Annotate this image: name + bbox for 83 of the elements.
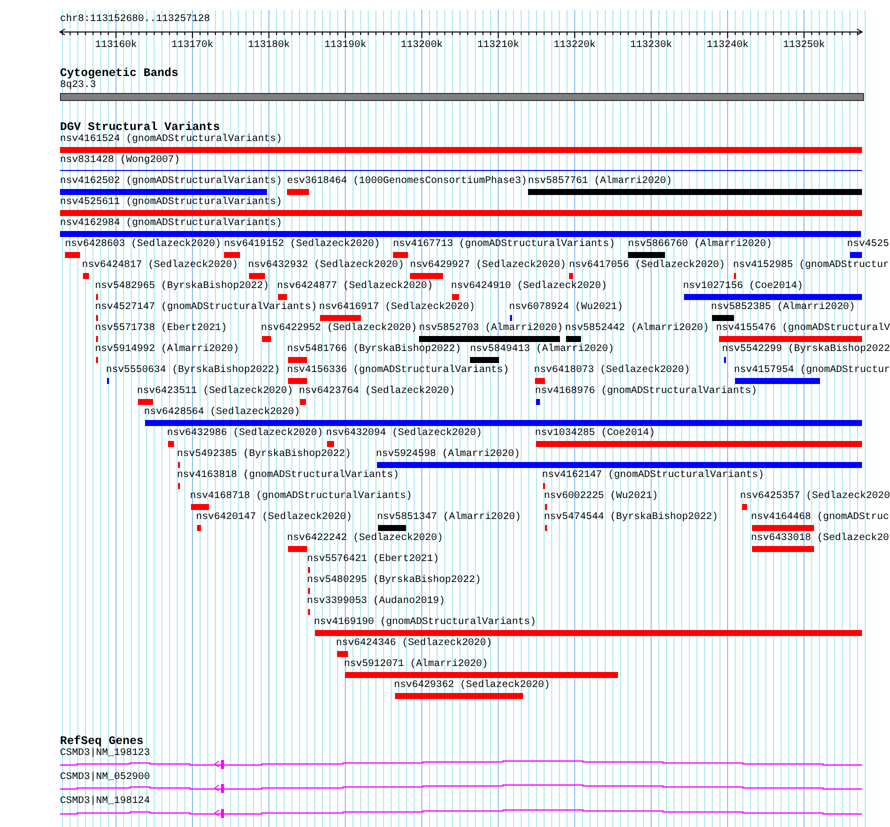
variant-label: nsv4152985 (gnomADStructur [733,260,890,272]
variant-label: nsv4525611 (gnomADStructuralVariants) [60,197,282,209]
variant-label: nsv4162502 (gnomADStructuralVariants) [60,176,282,188]
variant-label: nsv4167713 (gnomADStructuralVariants) [393,239,616,251]
variant-label: nsv5492385 (ByrskaBishop2022) [177,449,352,461]
variant-label: nsv6428564 (Sedlazeck2020) [144,407,300,419]
tick-label: 113160k [95,40,137,52]
variant-label: nsv4168976 (gnomADStructuralVariants) [535,386,758,398]
variant-label: nsv4162984 (gnomADStructuralVariants) [60,218,282,230]
variant-label: nsv6424817 (Sedlazeck2020) [82,260,238,272]
variant-label: nsv6423764 (Sedlazeck2020) [299,386,456,398]
position-label: chr8:113152680..113257128 [60,14,210,26]
variant-label: nsv6422952 (Sedlazeck2020) [261,323,418,335]
variant-label: nsv4164468 (gnomADStruc [751,512,890,524]
band-label: 8q23.3 [60,80,96,92]
variant-label: nsv1027156 (Coe2014) [683,281,804,293]
variant-label: nsv6419152 (Sedlazeck2020) [224,239,380,251]
variant-label: nsv4157954 (gnomADStructur [734,365,890,377]
variant-label: nsv5924598 (Almarri2020) [376,449,520,461]
variant-label: nsv6420147 (Sedlazeck2020) [196,512,352,524]
variant-label: nsv4169190 (gnomADStructuralVariants) [314,617,536,629]
tick-label: 113210k [477,40,520,52]
variant-label: nsv5866760 (Almarri2020) [628,239,772,251]
variant-label: nsv4163818 (gnomADStructuralVariants) [177,470,400,482]
variant-label: nsv6432932 (Sedlazeck2020) [248,260,404,272]
variant-label: nsv6432986 (Sedlazeck2020) [167,428,324,440]
gene-label: CSMD3|NM_198123 [60,748,150,760]
variant-label: nsv6424346 (Sedlazeck2020) [336,638,492,650]
variant-label: nsv5849413 (Almarri2020) [470,344,614,356]
variant-label: nsv6422242 (Sedlazeck2020) [287,533,444,545]
variant-label: nsv6424910 (Sedlazeck2020) [451,281,608,293]
variant-label: nsv831428 (Wong2007) [60,155,180,167]
variant-label: nsv6423511 (Sedlazeck2020) [137,386,294,398]
variant-label: nsv5481766 (ByrskaBishop2022) [287,344,462,356]
variant-label: nsv6428603 (Sedlazeck2020) [65,239,222,251]
variant-label: nsv4155476 (gnomADStructuralV [716,323,890,335]
variant-label: nsv5550634 (ByrskaBishop2022) [106,365,280,377]
tick-label: 113190k [324,40,366,52]
variant-label: esv3618464 (1000GenomesConsortiumPhase3) [287,176,528,188]
variant-label: nsv1034285 (Coe2014) [535,428,656,440]
tick-label: 113230k [630,40,672,52]
tick-label: 113170k [171,40,214,52]
variant-label: nsv5474544 (ByrskaBishop2022) [544,512,718,524]
gene-label: CSMD3|NM_198124 [60,796,150,808]
variant-label: nsv6429362 (Sedlazeck2020) [394,680,550,692]
variant-label: nsv6002225 (Wu2021) [544,491,658,503]
variant-label: nsv4527147 (gnomADStructuralVariants) [95,302,318,314]
variant-label: nsv3399053 (Audano2019) [307,596,446,608]
variant-label: nsv5542299 (ByrskaBishop2022 [722,344,890,356]
variant-label: nsv4156336 (gnomADStructuralVariants) [287,365,510,377]
tick-label: 113250k [783,40,826,52]
variant-label: nsv4525 [847,239,890,251]
variant-label: nsv6425357 (Sedlazeck2020 [740,491,890,503]
variant-label: nsv6416917 (Sedlazeck2020) [319,302,476,314]
track-heading: DGV Structural Variants [60,121,220,134]
variant-label: nsv5857761 (Almarri2020) [528,176,672,188]
variant-label: nsv5852703 (Almarri2020) [419,323,564,335]
variant-label: nsv5482965 (ByrskaBishop2022) [95,281,270,293]
variant-label: nsv5576421 (Ebert2021) [307,554,440,566]
variant-label: nsv6417056 (Sedlazeck2020) [569,260,726,272]
variant-label: nsv6078924 (Wu2021) [509,302,624,314]
variant-label: nsv5914992 (Almarri2020) [95,344,240,356]
variant-label: nsv6432094 (Sedlazeck2020) [326,428,482,440]
tick-label: 113180k [248,40,290,52]
variant-label: nsv4162147 (gnomADStructuralVariants) [542,470,764,482]
track-heading: RefSeq Genes [60,735,144,748]
track-heading: Cytogenetic Bands [60,67,178,80]
tick-label: 113220k [554,40,596,52]
variant-label: nsv5851347 (Almarri2020) [377,512,522,524]
variant-label: nsv5852442 (Almarri2020) [565,323,710,335]
variant-label: nsv6424877 (Sedlazeck2020) [277,281,434,293]
variant-label: nsv4161524 (gnomADStructuralVariants) [60,134,282,146]
variant-label: nsv6418073 (Sedlazeck2020) [534,365,690,377]
variant-label: nsv4168718 (gnomADStructuralVariants) [190,491,412,503]
variant-label: nsv6433018 (Sedlazeck20 [751,533,890,545]
variant-label: nsv5852385 (Almarri2020) [711,302,856,314]
variant-label: nsv5571738 (Ebert2021) [95,323,228,335]
variant-label: nsv6429927 (Sedlazeck2020) [410,260,566,272]
tick-label: 113200k [400,40,443,52]
variant-label: nsv5480295 (ByrskaBishop2022) [307,575,482,587]
variant-label: nsv5912071 (Almarri2020) [344,659,488,671]
tick-label: 113240k [706,40,749,52]
gene-label: CSMD3|NM_052900 [60,772,150,784]
